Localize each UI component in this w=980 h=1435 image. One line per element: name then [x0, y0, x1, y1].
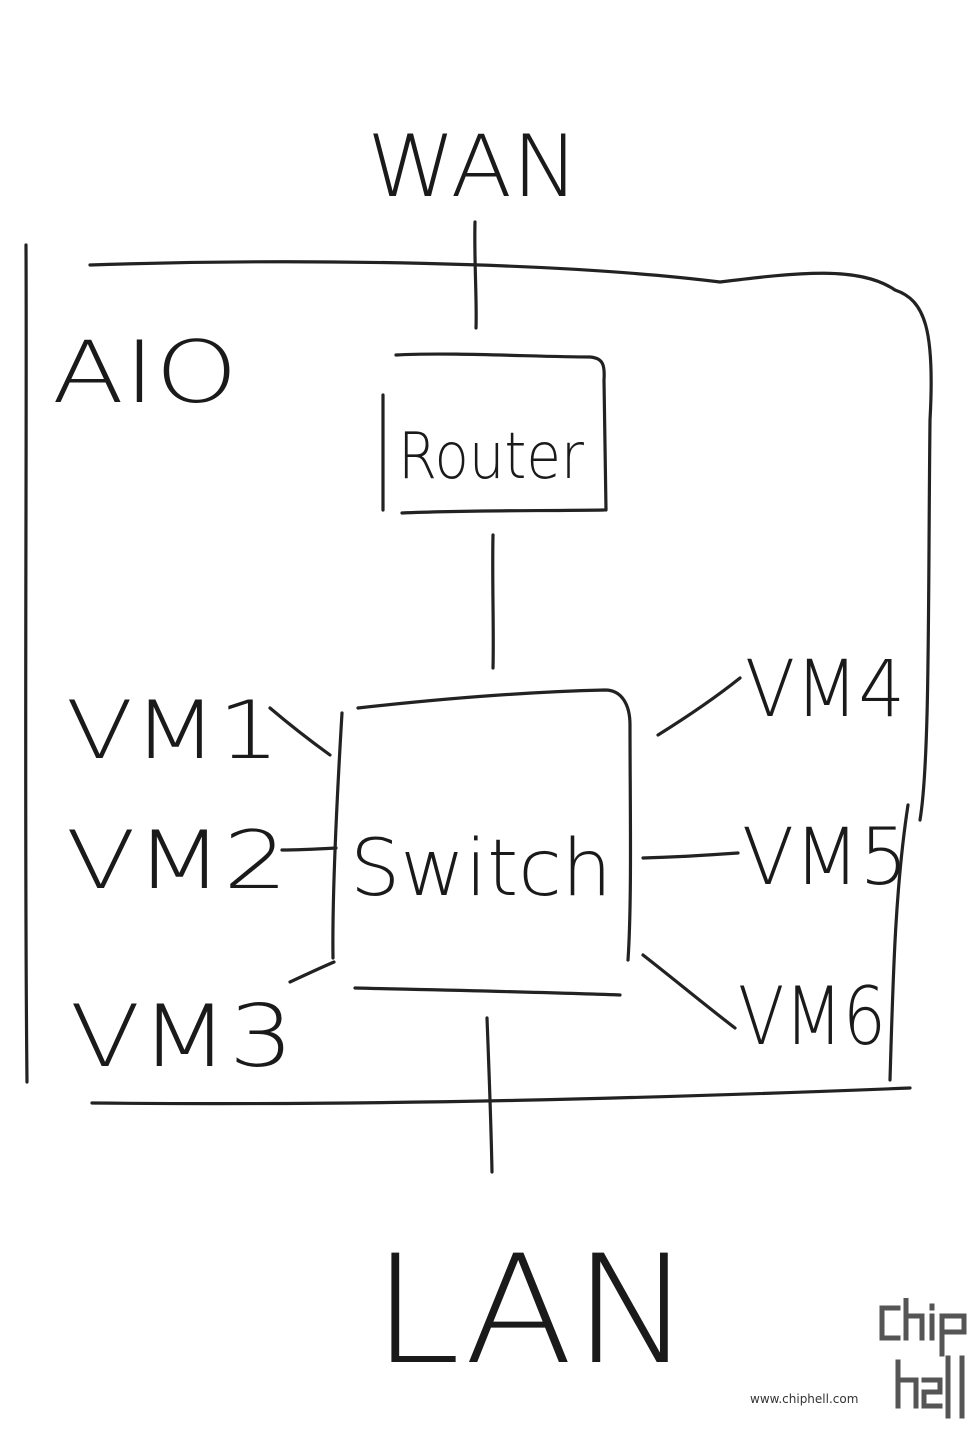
vm-label: VM5	[742, 813, 908, 903]
vm-links	[268, 676, 742, 1030]
switch-box	[331, 688, 633, 997]
switch-lan-link	[485, 1016, 494, 1174]
vm-label: VM3	[70, 987, 294, 1087]
vm-label: VM2	[66, 814, 288, 907]
aio-label: AIO	[52, 323, 238, 423]
lan-label: LAN	[372, 1224, 692, 1398]
chiphell-logo	[879, 1298, 967, 1419]
wan-label: WAN	[367, 117, 579, 217]
vm-label: VM1	[66, 684, 280, 777]
router-label: Router	[398, 420, 585, 494]
watermark-url: www.chiphell.com	[750, 1392, 859, 1406]
aio-box	[24, 243, 933, 1106]
router-box	[381, 352, 608, 515]
router-switch-link	[491, 533, 495, 670]
switch-label: Switch	[350, 824, 612, 914]
wan-link	[473, 220, 478, 330]
vm-label: VM6	[738, 970, 886, 1063]
vm-label: VM4	[745, 645, 905, 735]
